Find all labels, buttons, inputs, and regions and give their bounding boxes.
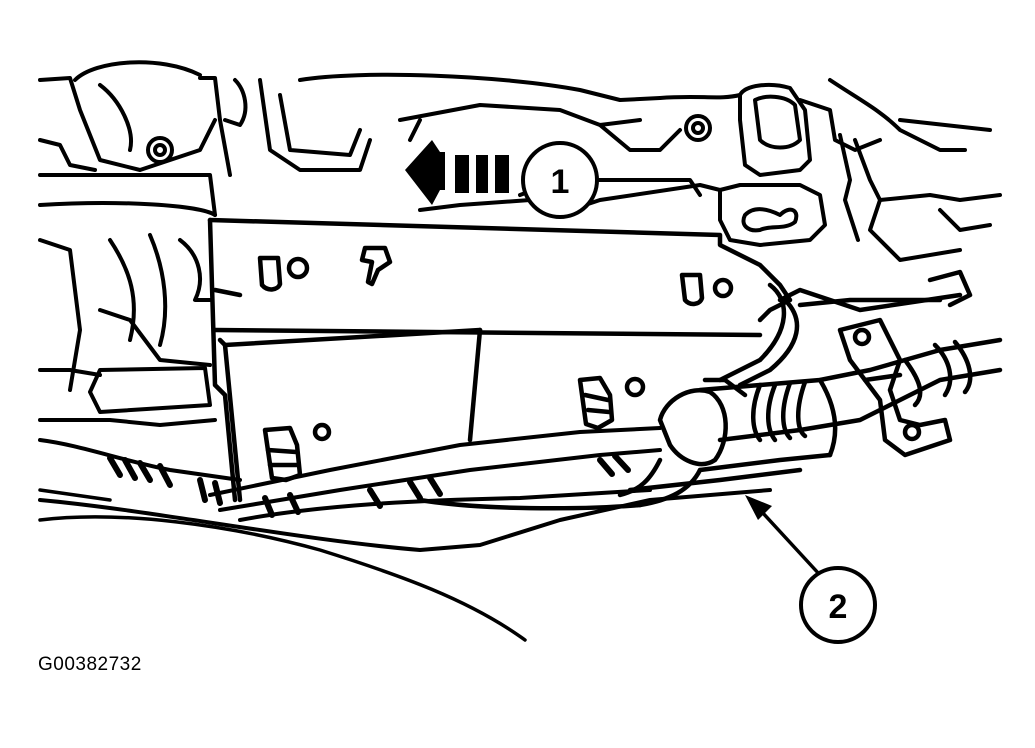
- callout-1-circle: [521, 141, 599, 219]
- callout-2-leader: [760, 510, 822, 577]
- callout-2-circle: [799, 566, 877, 644]
- callout-2-arrowhead: [745, 495, 772, 520]
- hose-and-clamps: [417, 269, 1003, 511]
- fender-edge: [38, 488, 527, 642]
- callout-1: 1: [521, 141, 599, 219]
- figure-id-label: G00382732: [38, 654, 142, 675]
- lower-harness: [38, 426, 772, 552]
- callout-2: 2: [745, 495, 877, 644]
- mounting-bracket: [207, 217, 793, 503]
- callout-2-number: 2: [829, 588, 848, 626]
- engine-background: [38, 60, 1002, 262]
- callout-1-number: 1: [551, 163, 570, 201]
- direction-arrow: [405, 140, 509, 205]
